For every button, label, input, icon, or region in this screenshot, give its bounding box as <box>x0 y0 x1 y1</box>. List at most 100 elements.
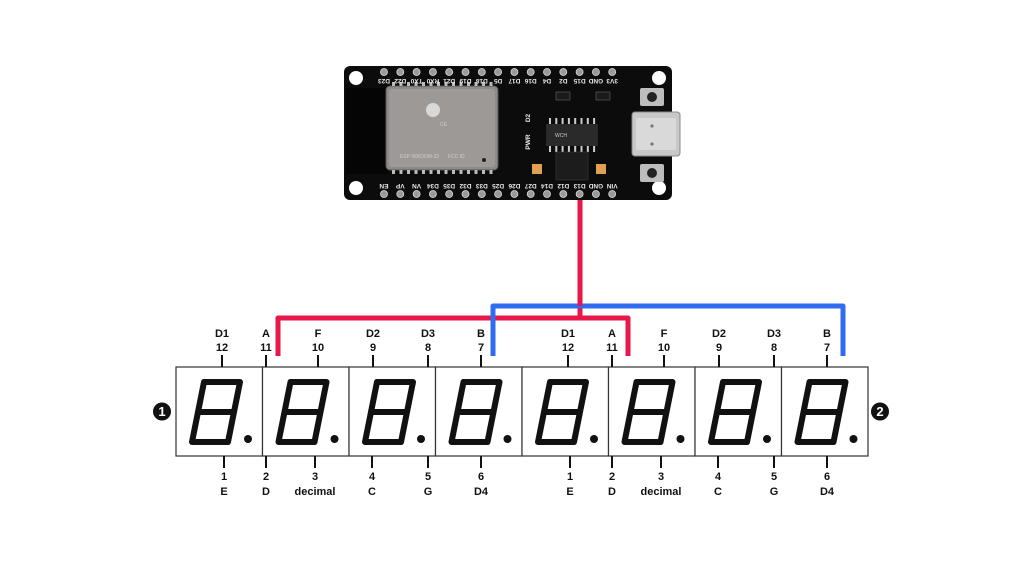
header-pin <box>477 190 486 198</box>
header-pin <box>445 190 454 198</box>
boot-button[interactable] <box>640 88 664 106</box>
usb-c-port[interactable] <box>631 111 681 157</box>
pin-name: F <box>661 328 668 340</box>
mounting-hole-icon <box>652 181 666 195</box>
header-pin <box>526 190 535 198</box>
pin-name: F <box>315 328 322 340</box>
usb-serial-chip <box>546 124 598 146</box>
pin-number: 2 <box>263 471 269 483</box>
header-pin <box>380 68 388 76</box>
module-text-fcc: FCC ID <box>448 154 465 160</box>
header-pin <box>592 190 600 198</box>
digit <box>521 366 610 457</box>
pin-name: E <box>566 486 573 498</box>
pin-label-d33: D33 <box>475 182 487 189</box>
digit-segments <box>275 379 330 445</box>
pin-label-d17: D17 <box>508 77 520 84</box>
header-pin <box>559 190 568 198</box>
header-pin <box>445 68 454 76</box>
header-pin <box>428 68 437 76</box>
power-label: PWR <box>525 134 532 149</box>
pin-label-vin: VIN <box>606 182 617 189</box>
pin-label-d21: D21 <box>443 77 455 84</box>
pin-number: 11 <box>606 342 618 354</box>
header-pin <box>510 68 519 76</box>
pin-number: 9 <box>716 342 722 354</box>
decimal-point <box>849 435 858 443</box>
digit <box>780 366 869 457</box>
en-button[interactable] <box>640 164 664 182</box>
header-pin <box>461 68 470 76</box>
capacitor <box>596 164 606 174</box>
pin-label-d19: D19 <box>459 77 471 84</box>
pin-name: G <box>770 486 779 498</box>
espressif-logo-icon <box>426 103 440 117</box>
pin-number: 3 <box>658 471 664 483</box>
digit-segments <box>794 379 849 445</box>
led-label: D2 <box>525 113 532 122</box>
pin-number: 1 <box>567 471 573 483</box>
red-wire <box>275 200 631 356</box>
display-marker-number: 1 <box>158 404 165 419</box>
header-pin <box>510 190 519 198</box>
pin-number: 12 <box>562 342 574 354</box>
header-pin <box>494 68 503 76</box>
blue-wire <box>490 303 846 356</box>
display-marker-icon <box>153 402 171 421</box>
decimal-point <box>763 435 771 443</box>
pin-label-d12: D12 <box>557 182 569 189</box>
pin-label-d23: D23 <box>378 77 390 84</box>
pin-label-tx0: TX0 <box>410 77 422 84</box>
pin-label-vp: VP <box>395 182 404 189</box>
pin-number: 6 <box>478 471 484 483</box>
pin-label-d5: D5 <box>494 77 503 84</box>
digit <box>434 366 523 457</box>
pin-label-d18: D18 <box>475 77 487 84</box>
pin-label-d35: D35 <box>443 182 455 189</box>
pin-name: D2 <box>366 328 380 340</box>
voltage-regulator <box>555 151 589 181</box>
decimal-point <box>503 435 512 443</box>
header-pin <box>412 68 421 76</box>
pin-label-d2: D2 <box>559 77 568 84</box>
pin-label-3v3: 3V3 <box>606 77 618 84</box>
header-pin <box>559 68 568 76</box>
pin-number: 8 <box>771 342 777 354</box>
pin-label-d13: D13 <box>573 182 585 189</box>
header-pin <box>396 68 405 76</box>
digit-segments <box>448 379 503 445</box>
header-pin <box>575 68 584 76</box>
esp32-board: CE ESP-WROOM-32 FCC ID WCH D2 PWR <box>344 66 681 200</box>
pin-number: 5 <box>771 471 777 483</box>
pin-number: 12 <box>216 342 228 354</box>
header-pin <box>396 190 405 198</box>
mounting-hole-icon <box>652 71 666 85</box>
pin-label-d26: D26 <box>508 182 520 189</box>
digit <box>175 366 264 457</box>
pin-name: D <box>262 486 270 498</box>
digit <box>694 366 783 457</box>
mounting-hole-icon <box>349 181 363 195</box>
pin-number: 10 <box>312 342 324 354</box>
pin-name: D3 <box>421 328 435 340</box>
pin-label-d32: D32 <box>459 182 471 189</box>
pin-label-d15: D15 <box>573 77 585 84</box>
pin-number: 2 <box>609 471 615 483</box>
pin-number: 4 <box>369 471 376 483</box>
pin-label-rx0: RX0 <box>426 77 439 84</box>
pin-label-d25: D25 <box>492 182 504 189</box>
pin-number: 9 <box>370 342 376 354</box>
chip-text: WCH <box>555 133 567 139</box>
digit-segments <box>621 379 676 445</box>
digit-segments <box>362 379 416 445</box>
pin-name: B <box>477 328 485 340</box>
pin-number: 8 <box>425 342 431 354</box>
digit <box>348 366 437 457</box>
header-pin <box>575 190 584 198</box>
pin-label-vn: VN <box>412 182 421 189</box>
header-pin <box>592 68 600 76</box>
pin-name: decimal <box>641 486 682 498</box>
